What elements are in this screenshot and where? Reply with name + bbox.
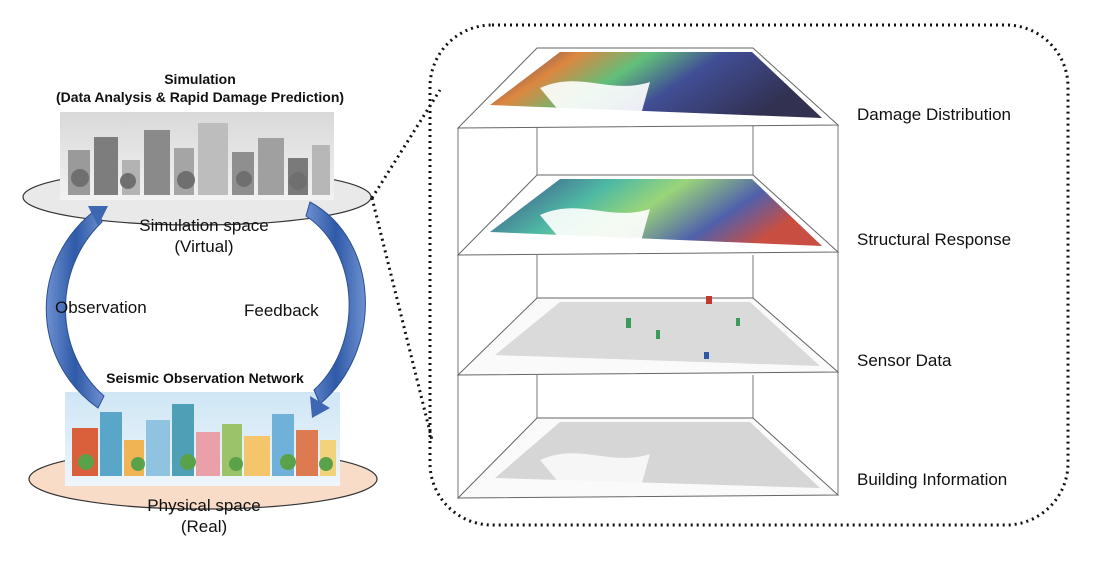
feedback-arrowhead <box>310 396 330 418</box>
physical-space-label: Physical space <box>147 496 261 515</box>
connector-line-bottom <box>370 197 434 441</box>
physical-space-sublabel: (Real) <box>180 517 228 536</box>
physical-city-illustration <box>28 392 378 510</box>
layer-damage-distribution <box>456 47 840 129</box>
layer-building-information <box>456 417 840 499</box>
observation-label: Observation <box>55 298 147 317</box>
layer-label-building-information: Building Information <box>857 470 1008 489</box>
layer-label-sensor-data: Sensor Data <box>857 351 952 370</box>
layer-label-damage-distribution: Damage Distribution <box>857 105 1012 124</box>
layer-structural-response <box>456 174 840 256</box>
layer-sensor-data <box>456 296 840 376</box>
simulation-space-caption: Simulation space (Virtual) <box>104 215 304 257</box>
simulation-subtitle: (Data Analysis & Rapid Damage Prediction… <box>55 89 345 105</box>
virtual-city-illustration <box>22 112 372 226</box>
layer-label-structural-response: Structural Response <box>857 230 1012 249</box>
simulation-title-line: Simulation <box>164 71 236 87</box>
physical-space-caption: Physical space (Real) <box>104 495 304 537</box>
feedback-label: Feedback <box>244 301 319 320</box>
observation-arrowhead <box>88 206 108 226</box>
simulation-title: Simulation (Data Analysis & Rapid Damage… <box>20 70 380 106</box>
network-title: Seismic Observation Network <box>106 370 304 386</box>
simulation-space-sublabel: (Virtual) <box>174 237 234 256</box>
layers-frame <box>428 23 1070 527</box>
simulation-space-label: Simulation space <box>139 216 269 235</box>
